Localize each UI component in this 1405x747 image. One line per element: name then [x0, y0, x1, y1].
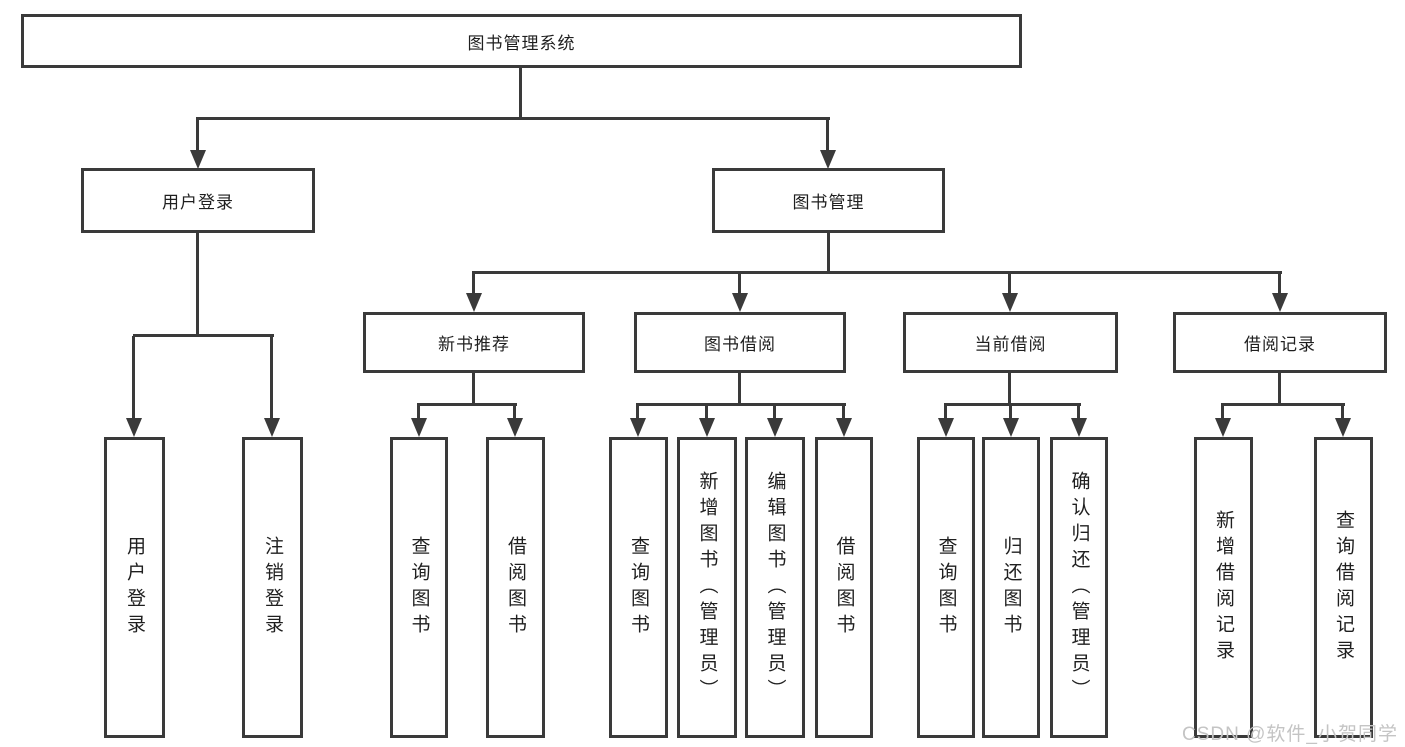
arrowhead-query-books-a — [411, 418, 427, 437]
leaf-confirm-return-admin: 确认归还（管理员） — [1050, 437, 1108, 738]
connector-to-borrow-books-a — [513, 405, 516, 420]
connector-to-book-borrow — [738, 273, 741, 295]
leaf-query-books-a-label: 查询图书 — [408, 535, 430, 640]
arrowhead-query-books-c — [938, 418, 954, 437]
connector-to-borrow-records — [1278, 273, 1281, 295]
leaf-add-borrow-record: 新增借阅记录 — [1194, 437, 1253, 738]
arrowhead-query-books-b — [630, 418, 646, 437]
leaf-query-books-a: 查询图书 — [390, 437, 448, 738]
leaf-edit-books-admin-label: 编辑图书（管理员） — [764, 470, 786, 705]
connector-level2-rail — [197, 117, 830, 120]
connector-borrow-records-stem — [1278, 373, 1281, 406]
arrowhead-leaf-logout — [264, 418, 280, 437]
connector-current-borrow-rail — [944, 403, 1081, 406]
connector-to-query-books-b — [636, 405, 639, 420]
connector-to-query-books-a — [417, 405, 420, 420]
leaf-confirm-return-admin-label: 确认归还（管理员） — [1068, 470, 1090, 705]
connector-to-current-borrow — [1008, 273, 1011, 295]
leaf-query-books-c: 查询图书 — [917, 437, 975, 738]
leaf-borrow-books-b-label: 借阅图书 — [833, 535, 855, 640]
connector-to-leaf-user-login — [132, 336, 135, 419]
connector-to-confirm-return — [1077, 405, 1080, 420]
connector-new-book-rec-stem — [472, 373, 475, 406]
connector-to-leaf-logout — [270, 336, 273, 419]
arrowhead-book-borrow — [732, 293, 748, 312]
connector-to-book-mgmt — [826, 117, 829, 150]
connector-book-borrow-stem — [738, 373, 741, 406]
node-new-book-recommend: 新书推荐 — [363, 312, 585, 373]
connector-current-borrow-stem — [1008, 373, 1011, 406]
arrowhead-book-mgmt — [820, 150, 836, 169]
connector-to-edit-books — [773, 405, 776, 420]
leaf-borrow-books-b: 借阅图书 — [815, 437, 873, 738]
leaf-borrow-books-a: 借阅图书 — [486, 437, 545, 738]
arrowhead-borrow-books-b — [836, 418, 852, 437]
leaf-query-borrow-record-label: 查询借阅记录 — [1333, 509, 1354, 666]
arrowhead-confirm-return — [1071, 418, 1087, 437]
leaf-logout-login: 注销登录 — [242, 437, 303, 738]
leaf-add-books-admin-label: 新增图书（管理员） — [696, 470, 718, 705]
connector-user-login-stem — [196, 233, 199, 337]
leaf-query-books-b: 查询图书 — [609, 437, 668, 738]
leaf-add-books-admin: 新增图书（管理员） — [677, 437, 737, 738]
node-borrow-records: 借阅记录 — [1173, 312, 1387, 373]
node-book-borrow: 图书借阅 — [634, 312, 846, 373]
leaf-query-books-c-label: 查询图书 — [935, 535, 957, 640]
leaf-edit-books-admin: 编辑图书（管理员） — [745, 437, 805, 738]
node-user-login: 用户登录 — [81, 168, 315, 233]
connector-user-login-rail — [133, 334, 274, 337]
node-book-management: 图书管理 — [712, 168, 945, 233]
leaf-return-books-label: 归还图书 — [1000, 535, 1022, 640]
connector-to-new-book-rec — [472, 273, 475, 295]
connector-to-user-login — [196, 117, 199, 150]
arrowhead-current-borrow — [1002, 293, 1018, 312]
connector-to-borrow-books-b — [842, 405, 845, 420]
leaf-add-borrow-record-label: 新增借阅记录 — [1213, 509, 1234, 666]
arrowhead-query-borrow-record — [1335, 418, 1351, 437]
node-current-borrow: 当前借阅 — [903, 312, 1118, 373]
arrowhead-user-login — [190, 150, 206, 169]
connector-book-mgmt-stem — [827, 233, 830, 274]
connector-book-borrow-rail — [636, 403, 846, 406]
leaf-user-login: 用户登录 — [104, 437, 165, 738]
connector-new-book-rec-rail — [417, 403, 517, 406]
arrowhead-edit-books — [767, 418, 783, 437]
node-root: 图书管理系统 — [21, 14, 1022, 68]
arrowhead-return-books — [1003, 418, 1019, 437]
connector-level3-rail — [472, 271, 1282, 274]
arrowhead-add-books — [699, 418, 715, 437]
arrowhead-borrow-records — [1272, 293, 1288, 312]
connector-root-stem — [519, 68, 522, 119]
csdn-watermark: CSDN @软件_小贺同学 — [1182, 724, 1398, 745]
arrowhead-new-book-rec — [466, 293, 482, 312]
arrowhead-borrow-books-a — [507, 418, 523, 437]
connector-to-query-books-c — [944, 405, 947, 420]
leaf-logout-login-label: 注销登录 — [262, 535, 283, 640]
arrowhead-add-borrow-record — [1215, 418, 1231, 437]
arrowhead-leaf-user-login — [126, 418, 142, 437]
connector-to-query-borrow-record — [1341, 405, 1344, 420]
leaf-query-borrow-record: 查询借阅记录 — [1314, 437, 1373, 738]
leaf-user-login-label: 用户登录 — [124, 535, 145, 640]
connector-borrow-records-rail — [1221, 403, 1345, 406]
leaf-borrow-books-a-label: 借阅图书 — [505, 535, 526, 640]
leaf-return-books: 归还图书 — [982, 437, 1040, 738]
leaf-query-books-b-label: 查询图书 — [628, 535, 649, 640]
connector-to-add-books — [705, 405, 708, 420]
connector-to-return-books — [1009, 405, 1012, 420]
connector-to-add-borrow-record — [1221, 405, 1224, 420]
